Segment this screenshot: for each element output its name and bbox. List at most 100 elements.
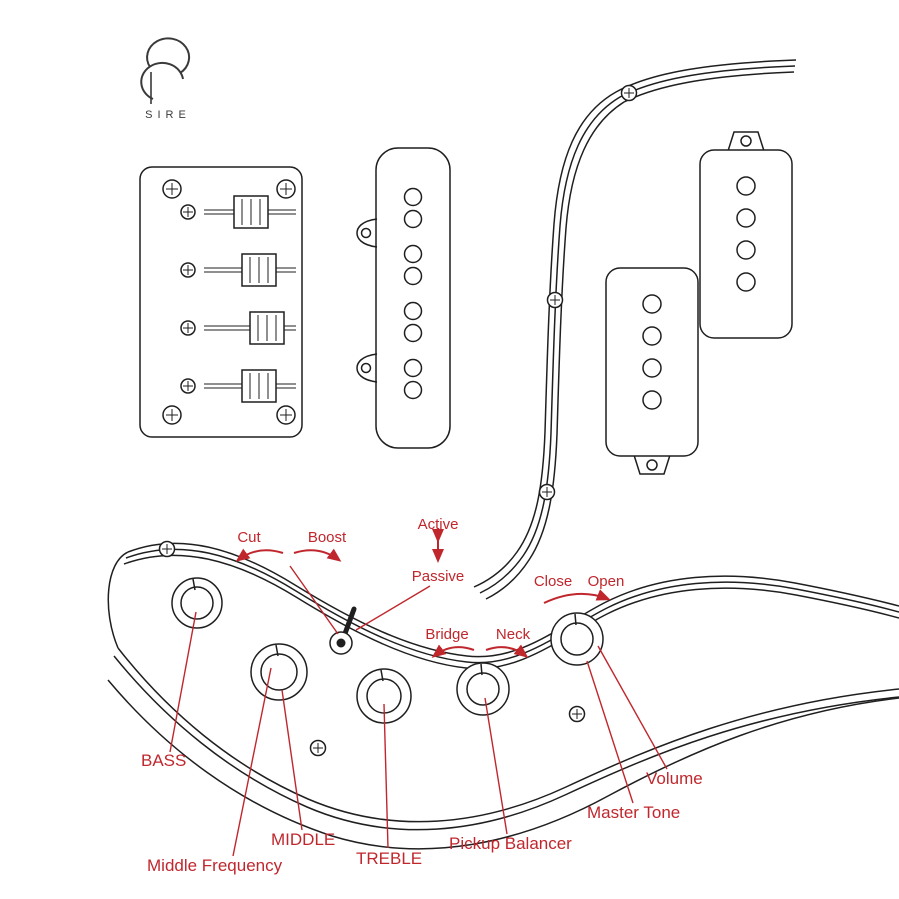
knob-indicator [380,669,384,682]
screw-icon [568,705,586,723]
close-label: Close [534,573,572,590]
open-label: Open [588,573,625,590]
bridge-neck-annotation: Bridge Neck [425,626,531,658]
control-plate-upper-curve-3 [123,554,899,670]
treble-pointer-line [383,703,389,849]
neck-arrow-icon [485,644,529,658]
control-plate-left-cap [107,551,129,649]
close-open-annotation: Close Open [534,573,625,604]
logo-s-bottom-arc [140,61,184,100]
bridge-saddle [233,195,269,229]
bass-label: BASS [141,751,186,770]
volume-label: Volume [646,769,703,788]
body-edge-curve [107,679,899,850]
cut-label: Cut [237,529,261,546]
split-pole-piece [736,176,756,196]
middle-pointer-line [281,689,303,831]
volume-pointer-line [597,645,668,770]
volume-tone-knob [550,612,604,666]
boost-arrow-icon [293,548,342,562]
neck-label: Neck [496,626,531,643]
pickguard-curve-1 [473,59,797,588]
split-pickup-ear [727,131,765,152]
bridge-plate [139,166,303,438]
string-anchor-screw-icon [180,204,196,220]
screw-icon [309,739,327,757]
cut-arrow-icon [235,548,284,562]
string-anchor-screw-icon [180,262,196,278]
bridge-assembly [139,166,303,438]
active-passive-pointer-line [355,585,431,631]
bridge-corner-screw-icon [162,405,182,425]
bass-knob [171,577,223,629]
jazz-pole-pieces [403,187,423,400]
pickguard-curve-2 [479,65,796,594]
bass-pointer-line [169,611,197,753]
string-anchor-screw-icon [180,378,196,394]
split-pole-piece [642,294,662,314]
control-knobs [171,577,604,724]
control-plate-upper-curve-1 [127,542,899,658]
jazz-pickup-body [375,147,451,449]
jazz-pickup [356,147,451,449]
boost-label: Boost [308,529,347,546]
bridge-saddle [249,311,285,345]
split-pole-piece [736,272,756,292]
logo-s-top-arc [146,37,191,74]
bridge-corner-screw-icon [276,179,296,199]
string-anchor-screw-icon [180,320,196,336]
jazz-pickup-ear [356,218,378,248]
split-pole-piece [642,358,662,378]
treble-label: TREBLE [356,849,422,868]
knob-indicator [574,613,577,626]
master-tone-pointer-line [586,660,634,804]
split-pickup-half-lower [605,267,699,475]
control-plate-lower-curve-1 [117,647,899,823]
middle-label: MIDDLE [271,830,335,849]
middle-knob [250,643,308,701]
pickup-balancer-knob [456,662,510,716]
split-pickup-ear-screw-icon [740,135,752,147]
active-label: Active [418,516,459,533]
middle-frequency-pointer-line [232,667,272,857]
passive-label: Passive [412,568,465,585]
body-outline-curves [107,59,899,850]
sire-logo: SIRE [140,37,191,121]
split-pickup-ear-screw-icon [646,459,658,471]
knob-indicator [192,578,196,591]
bridge-corner-screw-icon [162,179,182,199]
bridge-arrow-icon [431,644,475,658]
screw-icon [620,84,638,102]
control-plate-upper-curve-2 [125,548,899,664]
pickup-balancer-label: Pickup Balancer [449,834,572,853]
screw-icon [538,483,556,501]
control-labels: BASS MIDDLE Middle Frequency TREBLE Pick… [141,611,703,875]
middle-frequency-label: Middle Frequency [147,856,283,875]
pickguard-curve-3 [485,71,795,600]
bridge-label: Bridge [425,626,468,643]
split-pickup-ear [633,454,671,475]
jazz-pickup-ear [356,353,378,383]
split-pole-piece [736,208,756,228]
close-open-arrow-icon [543,589,611,604]
logo-wordmark: SIRE [145,109,191,121]
active-passive-annotation: Active Passive [355,516,465,631]
bridge-saddle [241,253,277,287]
split-pole-piece [642,326,662,346]
control-plate-lower-curve-2 [113,655,899,831]
split-pickup-half-upper [699,131,793,339]
split-pole-piece [642,390,662,410]
plate-screws [158,84,638,757]
bridge-corner-screw-icon [276,405,296,425]
bridge-saddle [241,369,277,403]
cut-boost-annotation: Cut Boost [235,529,347,635]
knob-indicator [275,644,279,657]
toggle-switch [329,606,357,655]
split-pole-piece [736,240,756,260]
pickup-balancer-pointer-line [484,697,508,835]
split-pickup [605,131,793,475]
screw-icon [546,291,564,309]
knob-indicator [480,663,483,676]
